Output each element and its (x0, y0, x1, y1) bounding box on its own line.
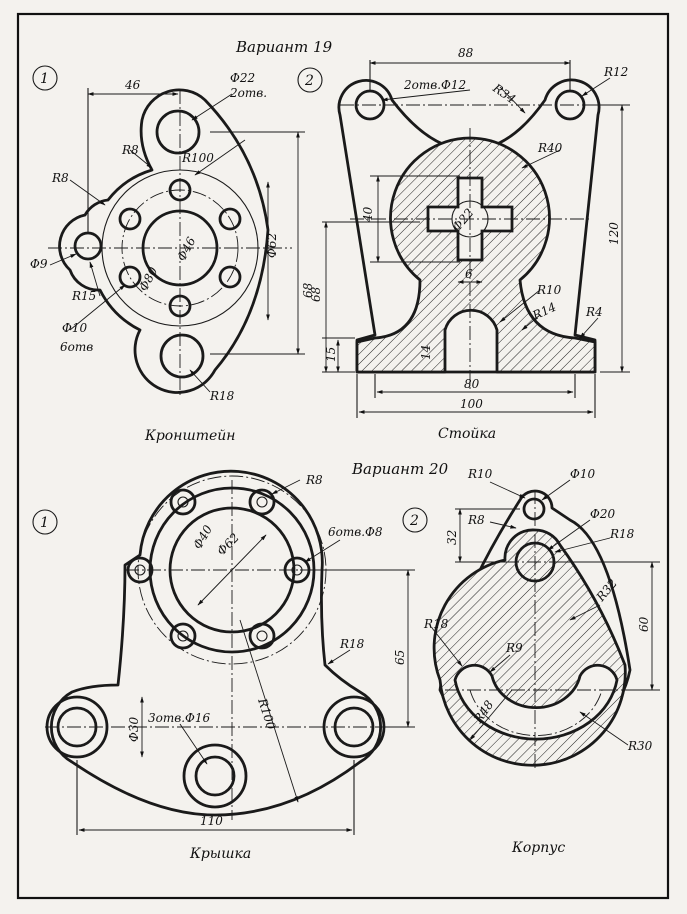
dim-65: 65 (393, 650, 407, 665)
part-number-circle (32, 65, 58, 91)
part-number: 1 (40, 515, 49, 531)
dim-r34: R34 (489, 80, 518, 106)
part-number: 2 (304, 73, 314, 89)
dim-32: 32 (445, 530, 459, 545)
dim-r8: R8 (305, 473, 323, 487)
dim-r9: R9 (505, 641, 523, 655)
top-lug-hole (155, 109, 201, 155)
dim-40: 40 (361, 206, 375, 223)
dim-14: 14 (419, 345, 433, 360)
dim-r8: R8 (467, 513, 485, 527)
dim-120: 120 (607, 222, 621, 245)
dim-68-stand: 68 (309, 286, 323, 302)
dim-r100: R100 (255, 696, 279, 732)
dim-15: 15 (324, 347, 338, 362)
dim-88: 88 (458, 46, 474, 60)
dim-d22: Φ22 (230, 71, 255, 85)
dim-r30: R30 (627, 739, 653, 753)
dim-6otv: 6отв (60, 340, 93, 354)
dim-phi46: Φ46 (174, 234, 198, 263)
bottom-lug-hole (159, 333, 205, 379)
left-lug-hole (73, 231, 103, 261)
dim-2otv: 2отв. (229, 86, 267, 100)
dim-r8-left: R8 (51, 171, 69, 185)
part-number-circle (297, 67, 323, 93)
part-housing: 2 R10 Φ10 R8 Φ20 32 R18 R32 60 R18 (402, 467, 660, 856)
dim-46: 46 (124, 78, 141, 92)
dim-phi62: Φ62 (265, 233, 279, 258)
dim-2otv-phi12: 2отв.Φ12 (403, 78, 466, 92)
housing-hole-top (522, 497, 546, 521)
dim-r100: R100 (181, 151, 214, 165)
dim-r18: R18 (209, 389, 235, 403)
dim-r18-left: R18 (423, 617, 449, 631)
dim-r10: R10 (467, 467, 493, 481)
dim-r14: R14 (529, 300, 558, 323)
variant-19-title: Вариант 19 (235, 38, 333, 56)
sheet-frame (16, 12, 670, 900)
dim-6otv-phi8: 6отв.Φ8 (328, 525, 383, 539)
variant-20-title: Вариант 20 (351, 460, 449, 478)
dim-100: 100 (460, 397, 483, 411)
bracket-caption: Кронштейн (144, 428, 236, 444)
dim-r15: R15 (71, 289, 96, 303)
dim-3otv-phi16: 3отв.Φ16 (148, 711, 211, 725)
dim-phi30: Φ30 (127, 717, 141, 742)
dim-phi40: Φ40 (190, 522, 215, 551)
housing-u-slot (453, 663, 619, 741)
dim-phi10: Φ10 (62, 321, 87, 335)
part-number-circle (402, 507, 428, 533)
dim-phi9: Φ9 (30, 257, 48, 271)
part-cover: 1 R8 Φ40 Φ62 6отв.Φ8 R18 (32, 469, 415, 862)
dim-r4: R4 (585, 305, 603, 319)
dim-6: 6 (465, 267, 473, 281)
dim-r18-top: R18 (609, 527, 635, 541)
dim-110: 110 (200, 814, 223, 828)
stand-caption: Стойка (438, 426, 496, 442)
dim-r8-top: R8 (121, 143, 139, 157)
part-number: 1 (40, 71, 49, 87)
dim-r40: R40 (537, 141, 563, 155)
part-stand: 2 88 2отв.Φ12 R34 R12 R40 40 Φ22 6 (297, 46, 630, 442)
bracket-outline (58, 88, 270, 394)
dim-68: 68 (301, 282, 315, 298)
dim-r10: R10 (536, 283, 562, 297)
dim-80: 80 (464, 377, 480, 391)
dim-phi20: Φ20 (590, 507, 615, 521)
cover-caption: Крышка (189, 846, 251, 862)
part-bracket: 1 46 Φ22 2отв. R100 R8 (30, 65, 315, 444)
cover-lug-bottom (182, 743, 248, 809)
cover-outline (50, 469, 382, 817)
dim-r12: R12 (603, 65, 628, 79)
dim-r18: R18 (339, 637, 365, 651)
part-number: 2 (409, 513, 419, 529)
dim-phi10: Φ10 (570, 467, 595, 481)
part-number-circle (32, 509, 58, 535)
dim-phi62: Φ62 (214, 530, 242, 558)
dim-60: 60 (637, 616, 651, 632)
dim-phi80: Φ80 (136, 264, 160, 293)
housing-caption: Корпус (511, 840, 565, 856)
